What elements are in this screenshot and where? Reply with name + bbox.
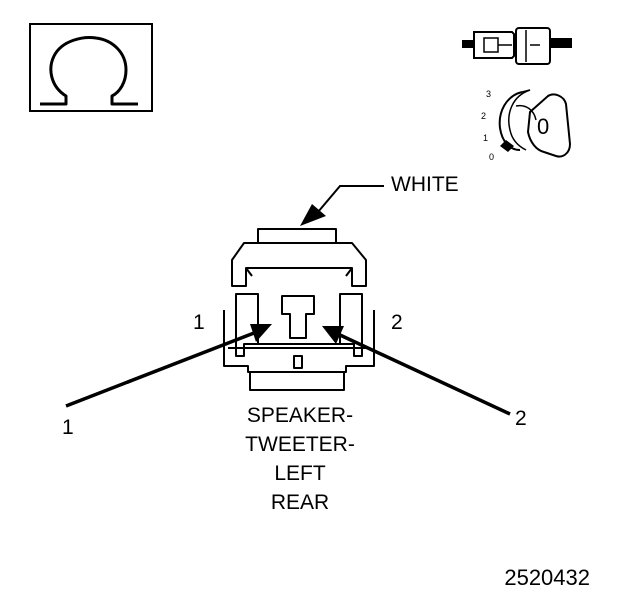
- dial-icon: [498, 89, 572, 158]
- lead-label-left: 1: [62, 416, 74, 439]
- caption-line-3: LEFT: [274, 462, 326, 485]
- connector-icon: [462, 27, 572, 65]
- connector-diagonals: [245, 267, 353, 277]
- lead-arrow-left: [65, 324, 272, 408]
- arrow-head-icon: [250, 324, 272, 342]
- caption-line-1: SPEAKER-: [246, 404, 354, 427]
- arrow-head-icon: [322, 326, 344, 344]
- arrow-head-icon: [300, 204, 326, 226]
- connector-face: [223, 228, 375, 391]
- dial-scale-1: 1: [483, 133, 489, 143]
- lead-label-right: 2: [515, 407, 527, 430]
- connector-color-label: WHITE: [391, 173, 459, 196]
- ohm-icon: [40, 36, 138, 106]
- dial-scale-2: 2: [481, 111, 487, 121]
- caption-line-4: REAR: [270, 491, 330, 514]
- ohm-symbol-box: [29, 23, 153, 112]
- dial-scale-0: 0: [489, 152, 495, 162]
- dial-scale-3: 3: [486, 89, 492, 99]
- color-callout-leader: [300, 185, 384, 226]
- lead-arrow-right: [322, 326, 511, 416]
- dial-knob: [526, 93, 572, 158]
- pin-label-left: 1: [193, 311, 205, 334]
- caption-line-2: TWEETER-: [245, 433, 355, 456]
- pin-label-right: 2: [391, 311, 403, 334]
- figure-number: 2520432: [504, 565, 590, 590]
- connector-caption: SPEAKER- TWEETER- LEFT REAR: [200, 401, 400, 517]
- dial-pointer-icon: [500, 140, 514, 152]
- dial-reading: 0: [537, 114, 550, 139]
